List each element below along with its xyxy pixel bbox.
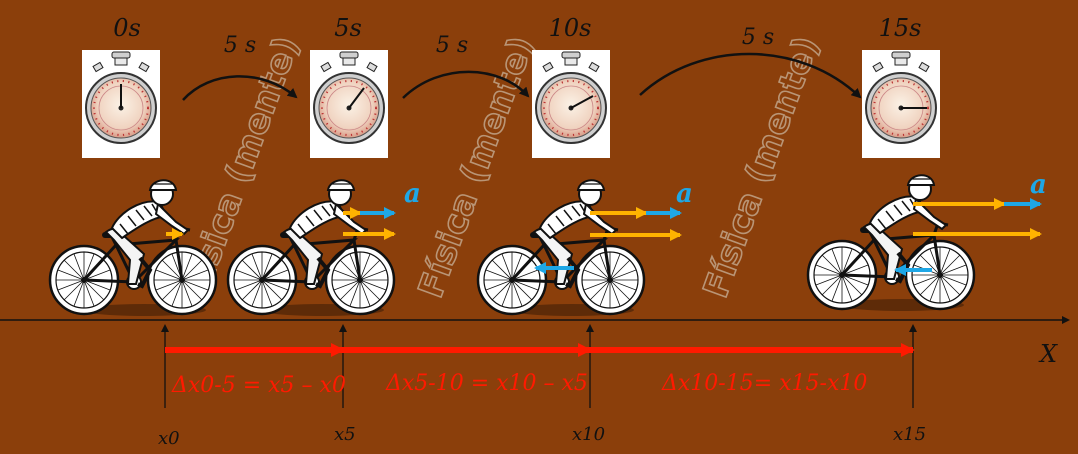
- time-label-15: 15s: [879, 14, 922, 42]
- position-label-x5: x5: [334, 424, 356, 445]
- position-label-x15: x15: [893, 424, 926, 445]
- position-label-x10: x10: [572, 424, 605, 445]
- acceleration-label: a: [1030, 170, 1047, 200]
- displacement-label-5-10: Δx5-10 = x10 – x5: [385, 371, 588, 396]
- stopwatch-15s: [861, 49, 941, 159]
- interval-label: 5 s: [224, 33, 256, 58]
- acceleration-label: a: [404, 179, 421, 209]
- time-labels: 0s 5s 10s 15s: [113, 14, 921, 42]
- cyclist-15: [806, 173, 976, 313]
- interval-arrow: [182, 75, 298, 101]
- x-axis: X: [0, 316, 1070, 368]
- interval-arrow: [402, 70, 530, 99]
- stopwatch-0s: [81, 49, 161, 159]
- displacement-label-10-15: Δx10-15= x15-x10: [661, 371, 867, 396]
- watermark-text: Física (mente): [696, 31, 828, 303]
- stopwatch-10s: [531, 49, 611, 159]
- stopwatch-5s: [309, 49, 389, 159]
- vectors: a a a: [166, 170, 1047, 276]
- acceleration-label: a: [676, 179, 693, 209]
- x-axis-label: X: [1038, 340, 1058, 368]
- interval-arrow: [639, 52, 862, 99]
- cyclist-5: [226, 178, 396, 318]
- displacement-arrows: Δx0-5 = x5 – x0 Δx5-10 = x10 – x5 Δx10-1…: [165, 343, 915, 398]
- position-markers: x0 x5 x10 x15: [158, 324, 926, 449]
- interval-arrows: 5 s 5 s 5 s: [182, 25, 862, 101]
- cyclist-0: [48, 178, 218, 318]
- cyclist-10: [476, 178, 646, 318]
- time-label-0: 0s: [113, 14, 141, 42]
- time-label-10: 10s: [549, 14, 592, 42]
- interval-label: 5 s: [742, 25, 774, 50]
- displacement-label-0-5: Δx0-5 = x5 – x0: [171, 373, 346, 398]
- time-label-5: 5s: [334, 14, 362, 42]
- position-label-x0: x0: [158, 428, 180, 449]
- interval-label: 5 s: [436, 33, 468, 58]
